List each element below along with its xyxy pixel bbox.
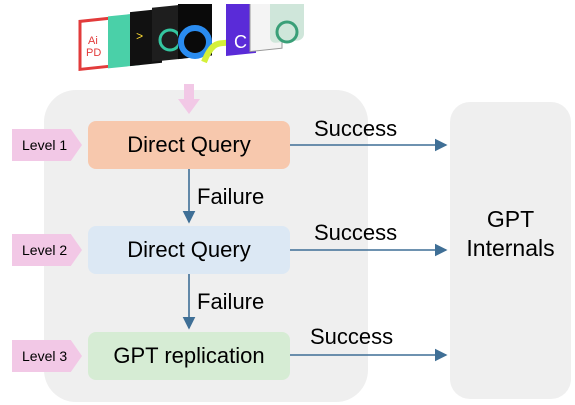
- success-label-1: Success: [314, 116, 398, 141]
- failure-label-1: Failure: [197, 184, 265, 209]
- level-1-box: Direct Query: [88, 121, 290, 169]
- entry-arrow-head: [178, 99, 200, 114]
- level-1-tag: Level 1: [12, 129, 82, 161]
- blue-ring-icon: [178, 25, 212, 59]
- pdf-file-icon: Ai PD: [78, 15, 118, 72]
- gpt-internals-panel: [450, 102, 571, 399]
- level-2-box: Direct Query: [88, 226, 290, 274]
- svg-text:C: C: [234, 32, 247, 52]
- failure-label-2: Failure: [197, 289, 265, 314]
- level-3-box: GPT replication: [88, 332, 290, 380]
- level-2-tag: Level 2: [12, 234, 82, 266]
- success-label-2: Success: [314, 220, 398, 245]
- entry-arrow-shaft: [184, 84, 194, 100]
- svg-text:Ai: Ai: [88, 35, 98, 47]
- purple-card-icon: [226, 4, 256, 57]
- svg-text:>: >: [136, 30, 143, 44]
- gpt-internals-label: GPT Internals: [450, 205, 571, 263]
- level-3-tag: Level 3: [12, 340, 82, 372]
- gpt-internals-line-1: GPT: [486, 206, 535, 232]
- gpt-icons-collage: Ai PD > C: [78, 4, 304, 72]
- gpt-internals-line-2: Internals: [466, 235, 555, 261]
- svg-text:PD: PD: [86, 47, 101, 59]
- success-label-3: Success: [310, 324, 394, 349]
